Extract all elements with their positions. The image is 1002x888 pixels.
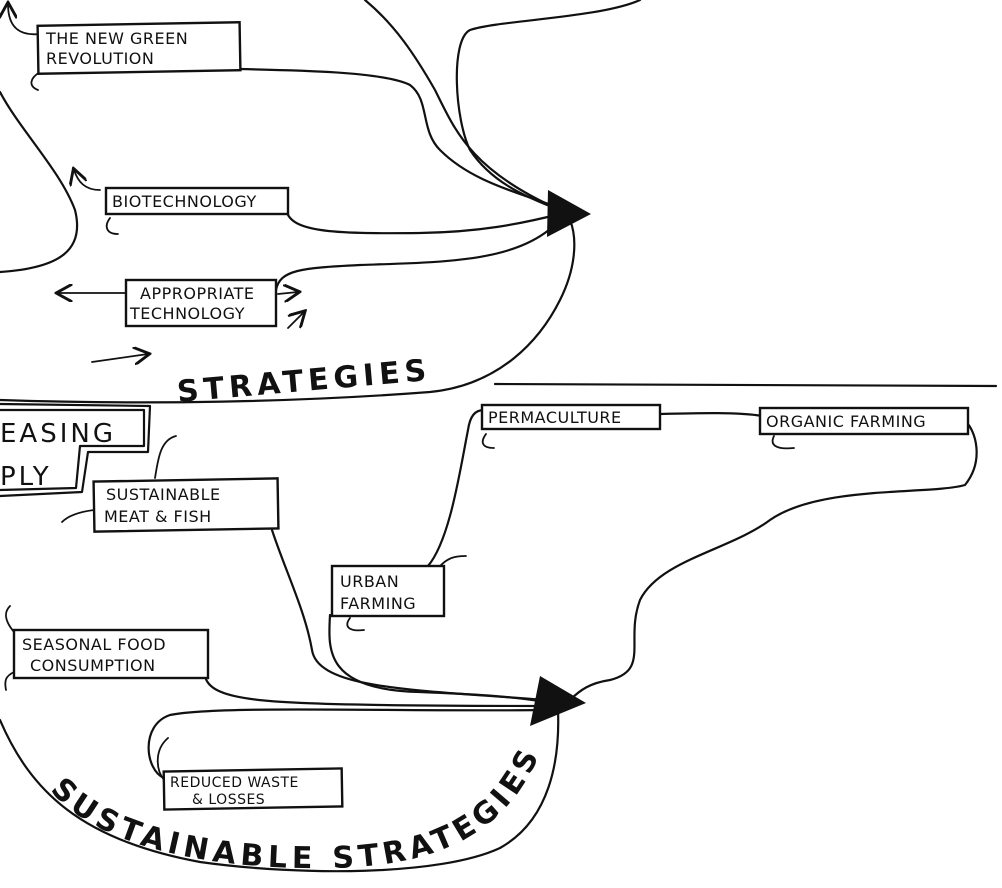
node-label: & LOSSES — [192, 792, 265, 808]
node-label: SUSTAINABLE — [106, 485, 221, 504]
fragment-line-2: PLY — [0, 462, 52, 492]
connector-reduced-waste — [147, 708, 547, 780]
connector-permaculture-urban — [426, 408, 486, 568]
node-label: URBAN — [340, 572, 399, 591]
hook-seasonal-bottom — [4, 671, 15, 691]
node-biotechnology: BIOTECHNOLOGY — [104, 186, 290, 216]
upper-hub-arrowhead — [547, 190, 591, 237]
connector-top-right — [455, 0, 642, 212]
node-permaculture: PERMACULTURE — [480, 403, 662, 431]
hook-seasonal-top — [5, 605, 15, 633]
node-label: BIOTECHNOLOGY — [112, 192, 257, 211]
section-divider — [493, 382, 998, 388]
arrow-bio-hook — [105, 217, 119, 235]
lower-connectors — [0, 408, 978, 873]
connector-urban-farming — [328, 613, 547, 704]
hook-meat-fish — [154, 435, 177, 479]
arrow-up-left — [74, 170, 101, 191]
node-label: CONSUMPTION — [30, 656, 156, 675]
connector-biotechnology — [284, 206, 562, 235]
fragment-line-1: EASING — [0, 419, 116, 449]
node-label: REVOLUTION — [46, 49, 154, 68]
node-label: PERMACULTURE — [488, 408, 622, 427]
connector-top-left — [363, 0, 562, 212]
arrow-top-hook — [8, 4, 41, 36]
connector-seasonal-food — [203, 674, 547, 708]
node-label: THE NEW GREEN — [45, 29, 188, 48]
arrow-diag-up — [287, 312, 304, 329]
node-label: SEASONAL FOOD — [22, 635, 166, 654]
connector-perma-organic — [658, 412, 764, 418]
hook-permaculture — [481, 433, 495, 449]
connector-strategies-arc — [0, 218, 576, 404]
lower-small-arrows — [4, 433, 795, 781]
node-label: APPROPRIATE — [140, 284, 255, 303]
node-urban-farming: URBAN FARMING — [330, 564, 446, 618]
arrow-right-lower — [91, 354, 148, 362]
hook-organic — [771, 435, 795, 450]
node-seasonal-food: SEASONAL FOOD CONSUMPTION — [12, 628, 210, 680]
hook-urban — [346, 617, 365, 632]
node-appropriate-technology: APPROPRIATE TECHNOLOGY — [124, 278, 278, 328]
central-topic-fragment: EASING PLY — [0, 402, 152, 498]
connector-new-green-revolution — [186, 66, 562, 210]
hook-meat-fish-left — [61, 509, 95, 523]
upper-connectors — [0, 0, 642, 404]
arrow-right-small — [277, 292, 298, 294]
connector-appropriate-technology — [274, 218, 562, 292]
node-new-green-revolution: THE NEW GREEN REVOLUTION — [36, 21, 242, 75]
node-organic-farming: ORGANIC FARMING — [758, 406, 970, 436]
connector-sustainable-arc — [0, 708, 560, 873]
node-reduced-waste: REDUCED WASTE & LOSSES — [162, 767, 344, 811]
lower-hub-arrowhead — [530, 676, 586, 726]
node-sustainable-meat-fish: SUSTAINABLE MEAT & FISH — [92, 477, 280, 533]
heading-strategies: STRATEGIES — [176, 353, 433, 410]
connector-organic-loop — [568, 420, 978, 702]
upper-small-arrows — [8, 4, 304, 362]
node-label: MEAT & FISH — [104, 507, 212, 526]
node-label: FARMING — [340, 594, 416, 613]
node-label: TECHNOLOGY — [129, 304, 245, 323]
node-label: ORGANIC FARMING — [766, 412, 926, 431]
hook-reduced-waste — [156, 737, 169, 781]
hook-urban-top — [439, 555, 467, 567]
connector-left-wave — [0, 90, 79, 274]
node-label: REDUCED WASTE — [170, 775, 299, 791]
